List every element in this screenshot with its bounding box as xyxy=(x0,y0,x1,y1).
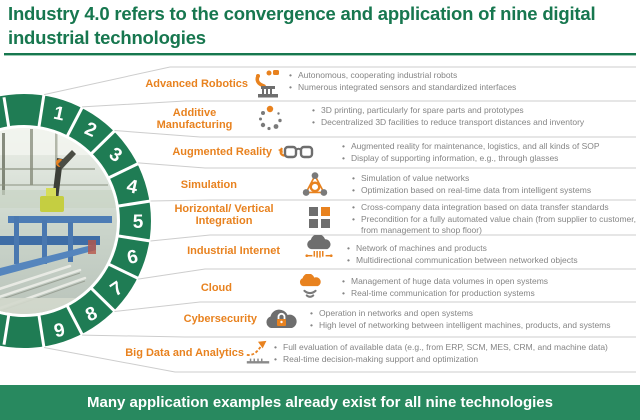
tech-label-additive-manufacturing: Additive Manufacturing xyxy=(156,107,233,131)
tech-label-augmented-reality: Augmented Reality xyxy=(172,146,272,158)
bullet-item: Full evaluation of available data (e.g.,… xyxy=(272,342,636,353)
bullet-item: Optimization based on real-time data fro… xyxy=(350,185,636,196)
ring-number-6: 6 xyxy=(125,246,140,269)
page-title: Industry 4.0 refers to the convergence a… xyxy=(8,2,632,51)
bullet-item: Real-time communication for production s… xyxy=(340,288,636,299)
bullet-item: Operation in networks and open systems xyxy=(308,308,636,319)
3d-printing-dots-icon xyxy=(256,104,286,139)
ring-arc xyxy=(0,94,151,348)
bullet-item: High level of networking between intelli… xyxy=(308,320,636,331)
bullet-item: Network of machines and products xyxy=(345,243,636,254)
bullet-list-cloud: Management of huge data volumes in open … xyxy=(340,276,636,299)
network-triangle-icon xyxy=(301,171,329,204)
integration-squares-icon xyxy=(308,206,332,235)
bullet-list-advanced-robotics: Autonomous, cooperating industrial robot… xyxy=(287,70,635,93)
cloud-lock-icon xyxy=(263,307,299,336)
ring-number-4: 4 xyxy=(125,176,140,199)
bullet-item: Autonomous, cooperating industrial robot… xyxy=(287,70,635,81)
bullet-list-horizontal-vertical-integration: Cross-company data integration based on … xyxy=(350,202,636,236)
tech-label-horizontal-vertical-integration: Horizontal/ Vertical Integration xyxy=(174,203,274,227)
bullet-list-cybersecurity: Operation in networks and open systems H… xyxy=(308,308,636,331)
bullet-item: 3D printing, particularly for spare part… xyxy=(310,105,635,116)
bullet-list-augmented-reality: Augmented reality for maintenance, logis… xyxy=(340,141,636,164)
bullet-item: Numerous integrated sensors and standard… xyxy=(287,82,635,93)
robot-arm-icon xyxy=(252,68,284,105)
tech-label-cybersecurity: Cybersecurity xyxy=(183,313,257,325)
ar-glasses-icon xyxy=(276,142,314,169)
tech-label-big-data-analytics: Big Data and Analytics xyxy=(125,347,244,359)
rising-chart-icon xyxy=(244,339,272,372)
tech-label-industrial-internet: Industrial Internet xyxy=(187,245,280,257)
bullet-list-industrial-internet: Network of machines and products Multidi… xyxy=(345,243,636,266)
tech-label-simulation: Simulation xyxy=(180,179,237,191)
footer-text: Many application examples already exist … xyxy=(87,394,553,411)
tech-label-cloud: Cloud xyxy=(200,282,232,294)
bullet-item: Management of huge data volumes in open … xyxy=(340,276,636,287)
ring-number-1: 1 xyxy=(52,103,67,126)
bullet-item: Cross-company data integration based on … xyxy=(350,202,636,213)
bullet-list-big-data-analytics: Full evaluation of available data (e.g.,… xyxy=(272,342,636,365)
numbered-ring: 1 2 3 4 5 6 7 8 9 xyxy=(0,94,151,348)
cloud-icon xyxy=(297,273,323,307)
title-underline xyxy=(4,53,636,56)
bullet-item: Display of supporting information, e.g.,… xyxy=(340,153,636,164)
bullet-item: Augmented reality for maintenance, logis… xyxy=(340,141,636,152)
cloud-circuit-icon xyxy=(303,234,335,272)
footer-banner: Many application examples already exist … xyxy=(0,385,640,420)
title-line-1: Industry 4.0 refers to the convergence a… xyxy=(8,3,538,24)
bullet-item: Precondition for a fully automated value… xyxy=(350,214,636,236)
row-separator-lines xyxy=(43,66,636,373)
bullet-item: Real-time decision-making support and op… xyxy=(272,354,636,365)
bullet-list-simulation: Simulation of value networks Optimizatio… xyxy=(350,173,636,196)
bullet-item: Multidirectional communication between n… xyxy=(345,255,636,266)
bullet-item: Simulation of value networks xyxy=(350,173,636,184)
ring-number-5: 5 xyxy=(133,212,144,233)
tech-label-advanced-robotics: Advanced Robotics xyxy=(145,78,248,90)
bullet-list-additive-manufacturing: 3D printing, particularly for spare part… xyxy=(310,105,635,128)
ring-segment-dividers xyxy=(2,94,151,348)
title-line-2: digital industrial technologies xyxy=(8,3,596,49)
ring-number-9: 9 xyxy=(52,319,67,342)
bullet-item: Decentralized 3D facilities to reduce tr… xyxy=(310,117,635,128)
